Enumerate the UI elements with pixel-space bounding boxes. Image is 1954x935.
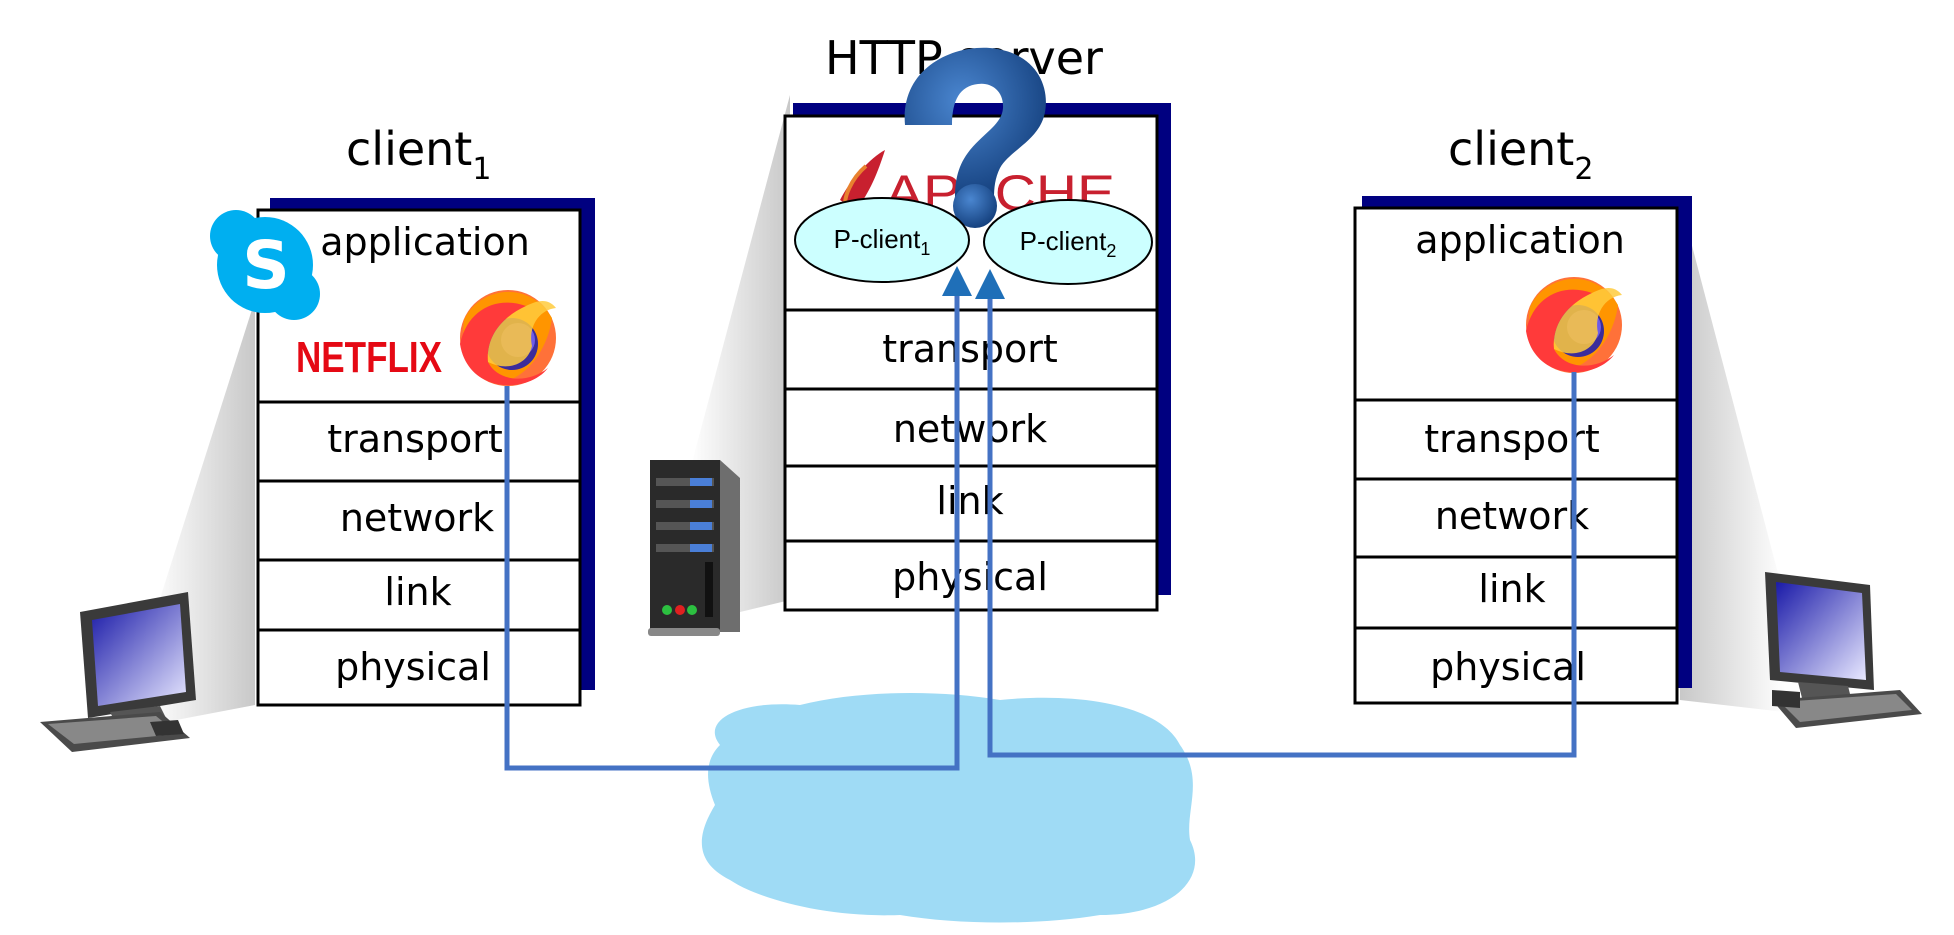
server-tower-icon bbox=[648, 460, 740, 636]
client2-beam bbox=[1680, 200, 1785, 712]
question-mark-icon bbox=[904, 47, 1046, 228]
client1-computer-icon bbox=[40, 592, 196, 752]
client1-title: client1 bbox=[346, 122, 491, 187]
client1-layer-transport: transport bbox=[327, 417, 503, 461]
client1-stack: application transport network link physi… bbox=[256, 198, 595, 707]
client2-layer-physical: physical bbox=[1430, 645, 1586, 689]
client2-layer-transport: transport bbox=[1424, 417, 1600, 461]
client2-layer-network: network bbox=[1435, 494, 1589, 538]
client1-layer-physical: physical bbox=[335, 645, 491, 689]
skype-icon: S bbox=[210, 210, 320, 320]
server-layer-network: network bbox=[893, 407, 1047, 451]
process-client2-label: P-client2 bbox=[1020, 226, 1117, 261]
server-layer-physical: physical bbox=[892, 555, 1048, 599]
client1-layer-network: network bbox=[340, 496, 494, 540]
client1-stack-box bbox=[256, 208, 582, 707]
connection-client2 bbox=[975, 269, 1577, 758]
svg-text:S: S bbox=[242, 227, 290, 304]
client1-layer-application: application bbox=[320, 220, 530, 264]
process-bubble-client2: P-client2 bbox=[983, 199, 1153, 285]
connection-client1 bbox=[504, 266, 972, 771]
server-layer-link: link bbox=[936, 479, 1003, 523]
client2-stack: application transport network link physi… bbox=[1353, 196, 1692, 705]
server-layer-transport: transport bbox=[882, 327, 1058, 371]
client1-title-base: client bbox=[346, 122, 472, 176]
client2-title-base: client bbox=[1448, 122, 1574, 176]
client2-stack-box bbox=[1353, 206, 1679, 705]
firefox-icon bbox=[460, 290, 556, 386]
client1-title-sub: 1 bbox=[472, 152, 491, 187]
firefox-icon bbox=[1526, 277, 1622, 373]
client2-layer-application: application bbox=[1415, 218, 1625, 262]
client2-title-sub: 2 bbox=[1574, 152, 1593, 187]
network-cloud bbox=[701, 693, 1196, 923]
client2-layer-link: link bbox=[1478, 567, 1545, 611]
process-bubble-client1: P-client1 bbox=[794, 197, 970, 283]
netflix-logo: NETFLIX bbox=[296, 333, 442, 382]
client2-computer-icon bbox=[1765, 572, 1922, 728]
client1-layer-link: link bbox=[384, 570, 451, 614]
client2-title: client2 bbox=[1448, 122, 1593, 187]
process-client1-label: P-client1 bbox=[834, 224, 931, 259]
